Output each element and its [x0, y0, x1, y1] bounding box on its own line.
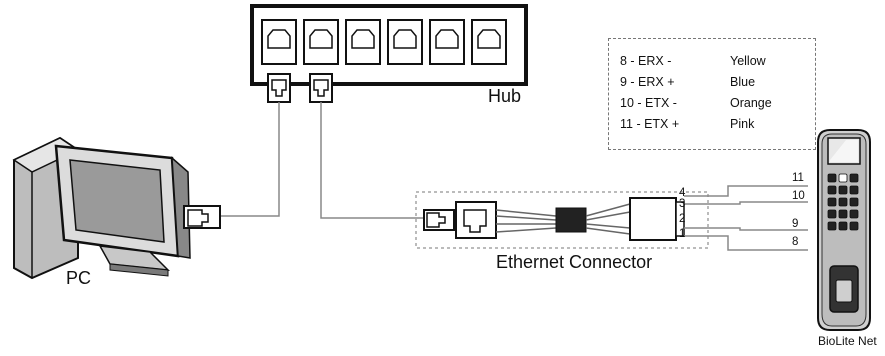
legend-color: Orange: [730, 96, 772, 110]
pc-label: PC: [66, 268, 92, 288]
biolite-net-device: [817, 129, 871, 331]
ethernet-connector-label: Ethernet Connector: [496, 252, 653, 272]
device-wire-number: 9: [792, 218, 799, 230]
keypad-key: [849, 221, 859, 231]
keypad-key: [827, 197, 837, 207]
legend-row: 9 - ERX + Blue: [620, 75, 800, 91]
hub: [250, 4, 528, 103]
hub-port: [429, 19, 465, 65]
connector-wire-number: 1: [679, 228, 686, 240]
legend-pin: 10 - ETX -: [620, 96, 677, 110]
hub-plug-2: [309, 73, 333, 103]
legend-color: Yellow: [730, 54, 766, 68]
legend-pin: 9 - ERX +: [620, 75, 675, 89]
hub-port: [387, 19, 423, 65]
legend-color: Blue: [730, 75, 756, 89]
hub-plug-1: [267, 73, 291, 103]
keypad-key: [849, 197, 859, 207]
hub-label: Hub: [488, 86, 522, 106]
legend-row: 11 - ETX + Pink: [620, 117, 800, 133]
hub-ports: [261, 19, 507, 65]
keypad-key: [838, 209, 848, 219]
device-wire-number: 8: [792, 236, 799, 248]
legend-pin: 11 - ETX +: [620, 117, 680, 131]
hub-port: [261, 19, 297, 65]
device-keypad: [827, 173, 859, 231]
legend-row: 10 - ETX - Orange: [620, 96, 800, 112]
cable-hub-to-pc: [220, 102, 280, 217]
keypad-key: [838, 197, 848, 207]
cable-hub-to-connector: [320, 102, 424, 219]
legend-pin: 8 - ERX -: [620, 54, 672, 68]
legend-color: Pink: [730, 117, 755, 131]
keypad-key: [827, 209, 837, 219]
keypad-key: [849, 173, 859, 183]
hub-port: [303, 19, 339, 65]
device-wires: [684, 185, 808, 251]
legend-row: 8 - ERX - Yellow: [620, 54, 800, 70]
keypad-key: [849, 209, 859, 219]
hub-port: [471, 19, 507, 65]
keypad-key: [838, 221, 848, 231]
device-wire-number: 11: [792, 172, 804, 184]
keypad-key: [827, 173, 837, 183]
connector-wire-number: 3: [679, 198, 686, 210]
ethernet-connector: [415, 191, 709, 249]
keypad-key: [838, 185, 848, 195]
keypad-key: [827, 185, 837, 195]
keypad-key: [849, 185, 859, 195]
connector-wire-number: 4: [679, 187, 686, 199]
pc-icon: [12, 136, 221, 280]
hub-port: [345, 19, 381, 65]
device-wire-number: 10: [792, 190, 805, 202]
pin-legend-box: [608, 38, 816, 150]
keypad-key: [838, 173, 848, 183]
keypad-key: [827, 221, 837, 231]
device-label: BioLite Net: [818, 334, 877, 348]
connector-wire-number: 2: [679, 213, 686, 225]
